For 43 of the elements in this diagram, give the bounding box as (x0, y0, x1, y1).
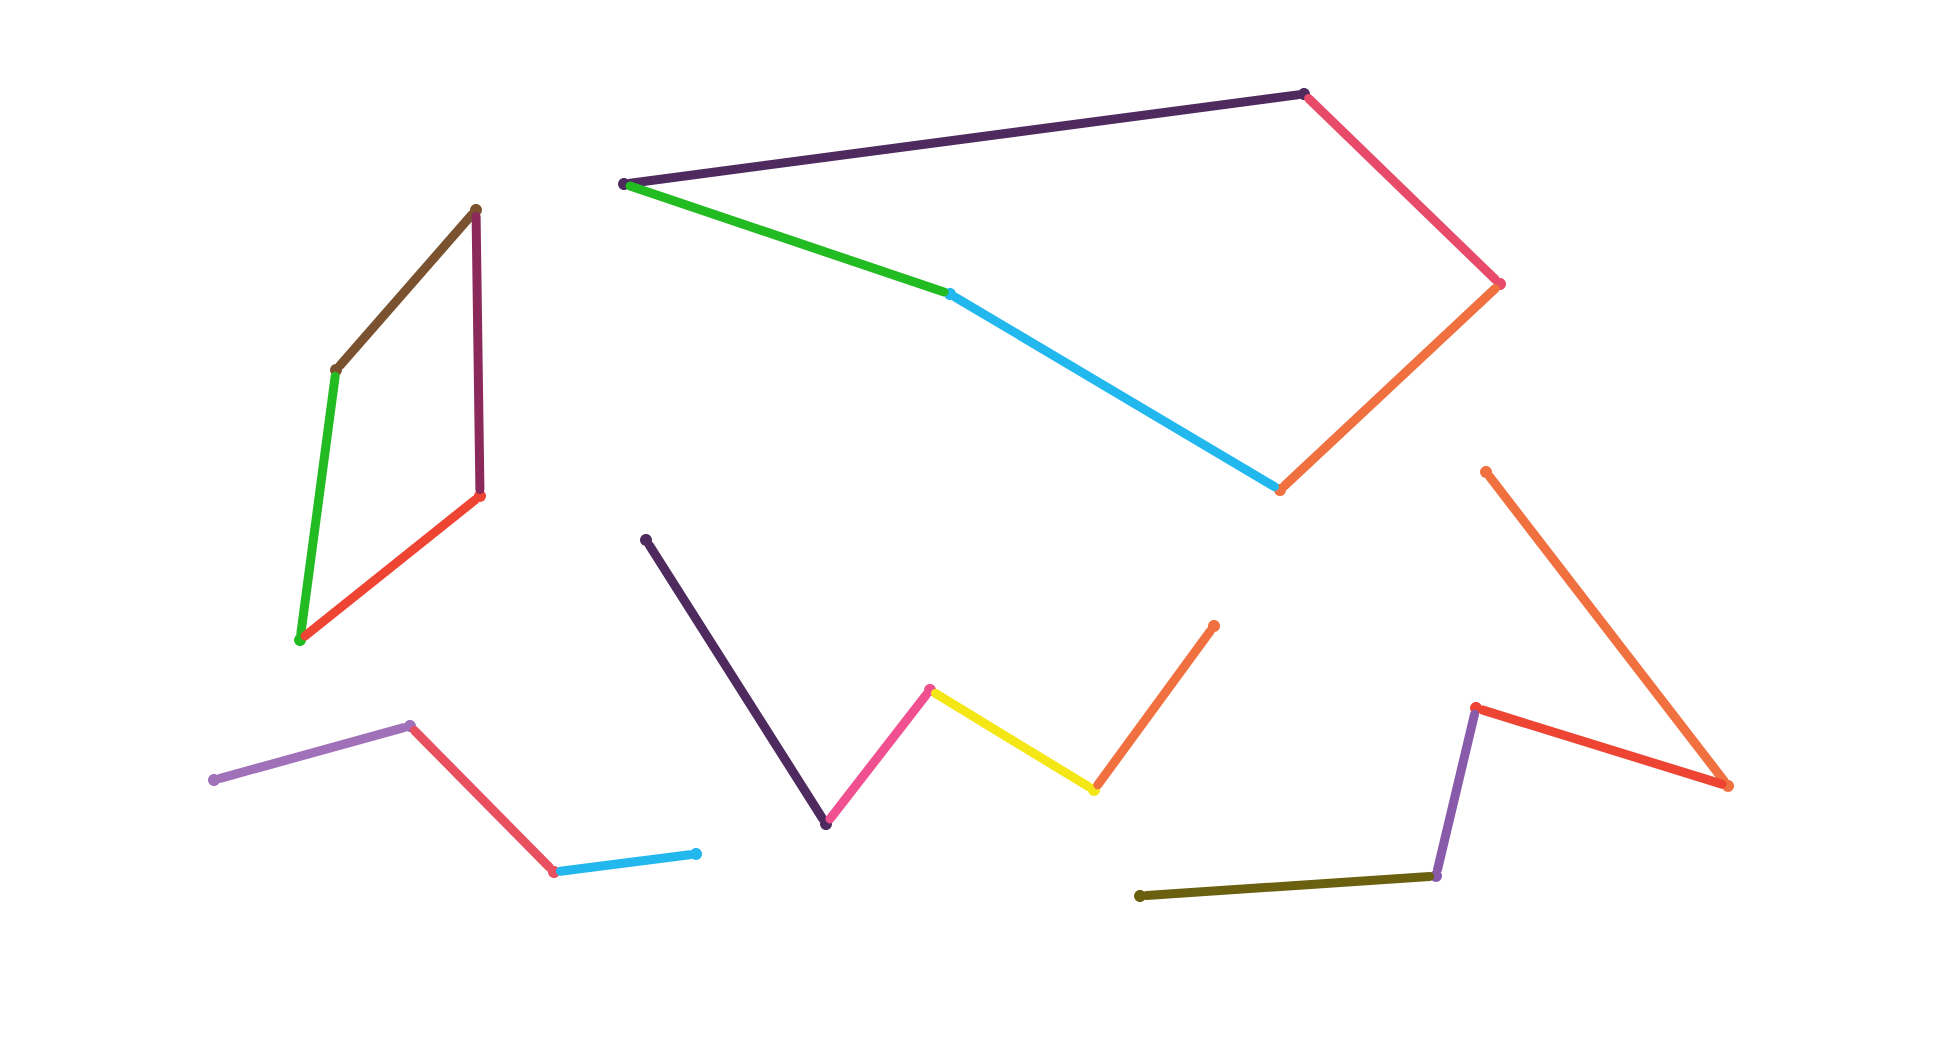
line-joint (1274, 484, 1286, 496)
colored-line (644, 540, 828, 824)
colored-line (825, 690, 931, 824)
colored-line (1477, 705, 1727, 789)
colored-line (410, 726, 554, 872)
line-joint (820, 818, 832, 830)
line-joint (208, 774, 220, 786)
line-joint (924, 684, 936, 696)
line-joint (618, 178, 630, 190)
line-joint (470, 204, 482, 216)
colored-line (1093, 626, 1215, 790)
colored-line (296, 371, 340, 639)
line-joint (1480, 466, 1492, 478)
colored-line (300, 495, 480, 641)
colored-line (1485, 472, 1729, 786)
colored-line (1433, 709, 1480, 875)
line-joint (1470, 702, 1482, 714)
line-joint (294, 634, 306, 646)
colored-line (625, 90, 1303, 188)
line-joint (640, 534, 652, 546)
colored-line (215, 723, 409, 783)
line-joint (1208, 620, 1220, 632)
colored-line (1141, 871, 1435, 901)
line-joint (1088, 784, 1100, 796)
line-joint (690, 848, 702, 860)
line-joint (330, 364, 342, 376)
colored-line (335, 210, 477, 370)
colored-line (555, 850, 695, 876)
line-joint (1298, 88, 1310, 100)
colored-line (471, 211, 485, 495)
line-joint (404, 720, 416, 732)
colored-line (931, 688, 1094, 792)
line-joint (1494, 278, 1506, 290)
line-joint (1722, 780, 1734, 792)
colored-line (1280, 283, 1500, 491)
line-joint (944, 288, 956, 300)
line-joint (474, 490, 486, 502)
line-joint (1134, 890, 1146, 902)
colored-line (625, 181, 949, 297)
colored-line (1304, 93, 1500, 285)
line-joint (1430, 870, 1442, 882)
colored-line (951, 292, 1279, 492)
line-joint (548, 866, 560, 878)
